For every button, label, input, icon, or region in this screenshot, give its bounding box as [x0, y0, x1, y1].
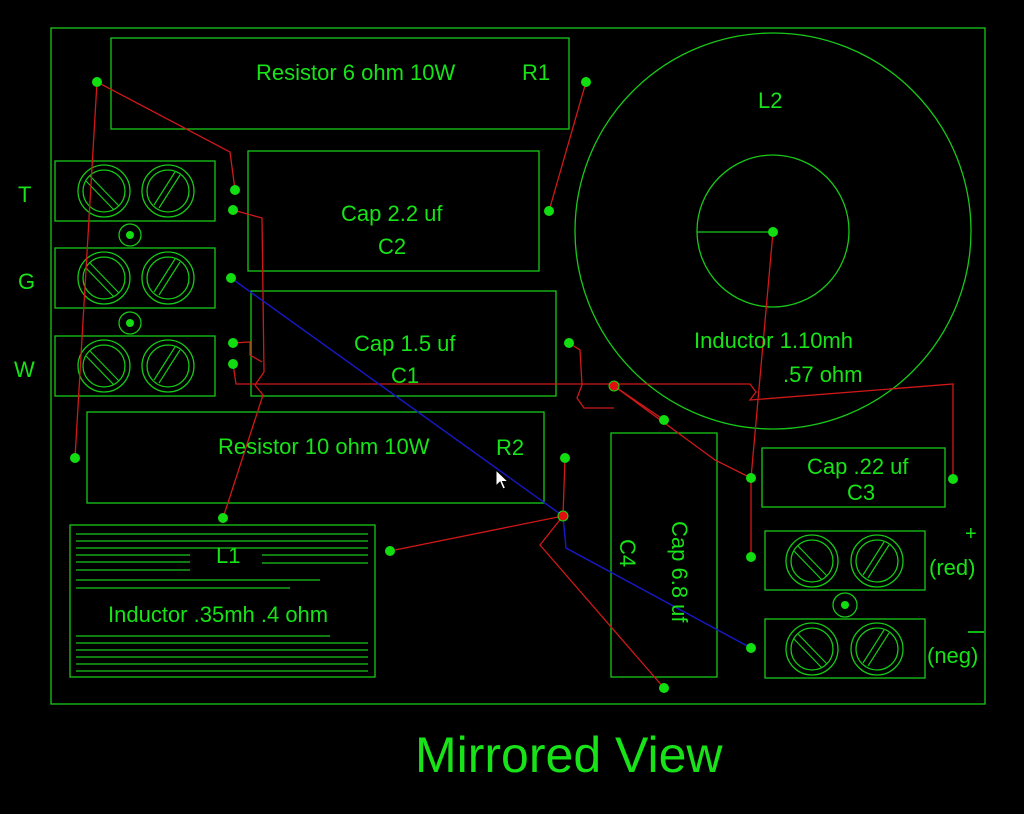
solder-node: [544, 206, 554, 216]
capacitor-c2-body: [247, 150, 540, 272]
output-neg-label: (neg): [927, 643, 978, 668]
mounting-hole-icon: [832, 592, 858, 618]
inductor-l1-windings: [76, 533, 368, 672]
wire-junction: [557, 510, 569, 522]
solder-node: [581, 77, 591, 87]
solder-node: [659, 683, 669, 693]
input-terminal-block-t: [54, 160, 216, 222]
screw-terminal-icon: [141, 339, 195, 393]
terminal-label-t: T: [18, 182, 31, 207]
solder-node: [228, 205, 238, 215]
solder-node: [92, 77, 102, 87]
terminal-label-g: G: [18, 269, 35, 294]
l2-reference: L2: [758, 88, 782, 113]
solder-node: [746, 552, 756, 562]
r2-reference: R2: [496, 435, 524, 460]
screw-terminal-icon: [785, 534, 839, 588]
inductor-l1-body: [69, 524, 376, 678]
solder-node: [385, 546, 395, 556]
c1-description: Cap 1.5 uf: [354, 331, 456, 356]
inductor-l2-inner-core: [696, 154, 850, 308]
solder-node: [230, 185, 240, 195]
c2-description: Cap 2.2 uf: [341, 201, 443, 226]
screw-terminal-icon: [850, 534, 904, 588]
l1-reference: L1: [216, 543, 240, 568]
terminal-label-w: W: [14, 357, 35, 382]
output-red-label: (red): [929, 555, 975, 580]
output-terminal-block-negative: [764, 618, 926, 679]
screw-terminal-icon: [850, 622, 904, 676]
capacitor-c1-body: [250, 290, 557, 397]
l2-description-line1: Inductor 1.10mh: [694, 328, 853, 353]
solder-node: [948, 474, 958, 484]
screw-terminal-icon: [77, 251, 131, 305]
solder-node: [564, 338, 574, 348]
inductor-l2-outer-winding: [574, 32, 972, 430]
screw-terminal-icon: [77, 164, 131, 218]
solder-node: [228, 359, 238, 369]
circuit-board-outline: [50, 27, 986, 705]
wire-junction: [608, 380, 620, 392]
solder-node: [746, 643, 756, 653]
solder-node: [226, 273, 236, 283]
r2-description: Resistor 10 ohm 10W: [218, 434, 430, 459]
screw-terminal-icon: [785, 622, 839, 676]
output-plus-label: +: [965, 523, 977, 545]
l1-description: Inductor .35mh .4 ohm: [108, 602, 328, 627]
screw-terminal-icon: [141, 164, 195, 218]
capacitor-c3-body: [761, 447, 946, 508]
resistor-r1-body: [110, 37, 570, 130]
solder-node: [70, 453, 80, 463]
mouse-pointer-icon: [495, 468, 510, 490]
resistor-r2-body: [86, 411, 545, 504]
solder-node: [218, 513, 228, 523]
l2-description-line2: .57 ohm: [783, 362, 863, 387]
solder-node: [560, 453, 570, 463]
c4-label-group: Cap 6.8 uf C4: [615, 521, 692, 623]
c1-reference: C1: [391, 363, 419, 388]
c4-reference: C4: [615, 539, 640, 567]
c3-description: Cap .22 uf: [807, 454, 909, 479]
solder-node: [768, 227, 778, 237]
input-terminal-block-w: [54, 335, 216, 397]
mounting-hole-icon: [118, 311, 142, 335]
c4-description: Cap 6.8 uf: [667, 521, 692, 623]
solder-node: [228, 338, 238, 348]
view-title: Mirrored View: [415, 727, 723, 783]
screw-terminal-icon: [77, 339, 131, 393]
input-terminal-block-g: [54, 247, 216, 309]
solder-node: [659, 415, 669, 425]
ground-wire: [230, 277, 752, 649]
output-terminal-block-positive: [764, 530, 926, 591]
r1-description: Resistor 6 ohm 10W: [256, 60, 456, 85]
mounting-hole-icon: [118, 223, 142, 247]
r1-reference: R1: [522, 60, 550, 85]
solder-nodes: [70, 77, 958, 693]
capacitor-c4-body: [610, 432, 718, 678]
c2-reference: C2: [378, 234, 406, 259]
solder-node: [746, 473, 756, 483]
screw-terminal-icon: [141, 251, 195, 305]
c3-reference: C3: [847, 480, 875, 505]
